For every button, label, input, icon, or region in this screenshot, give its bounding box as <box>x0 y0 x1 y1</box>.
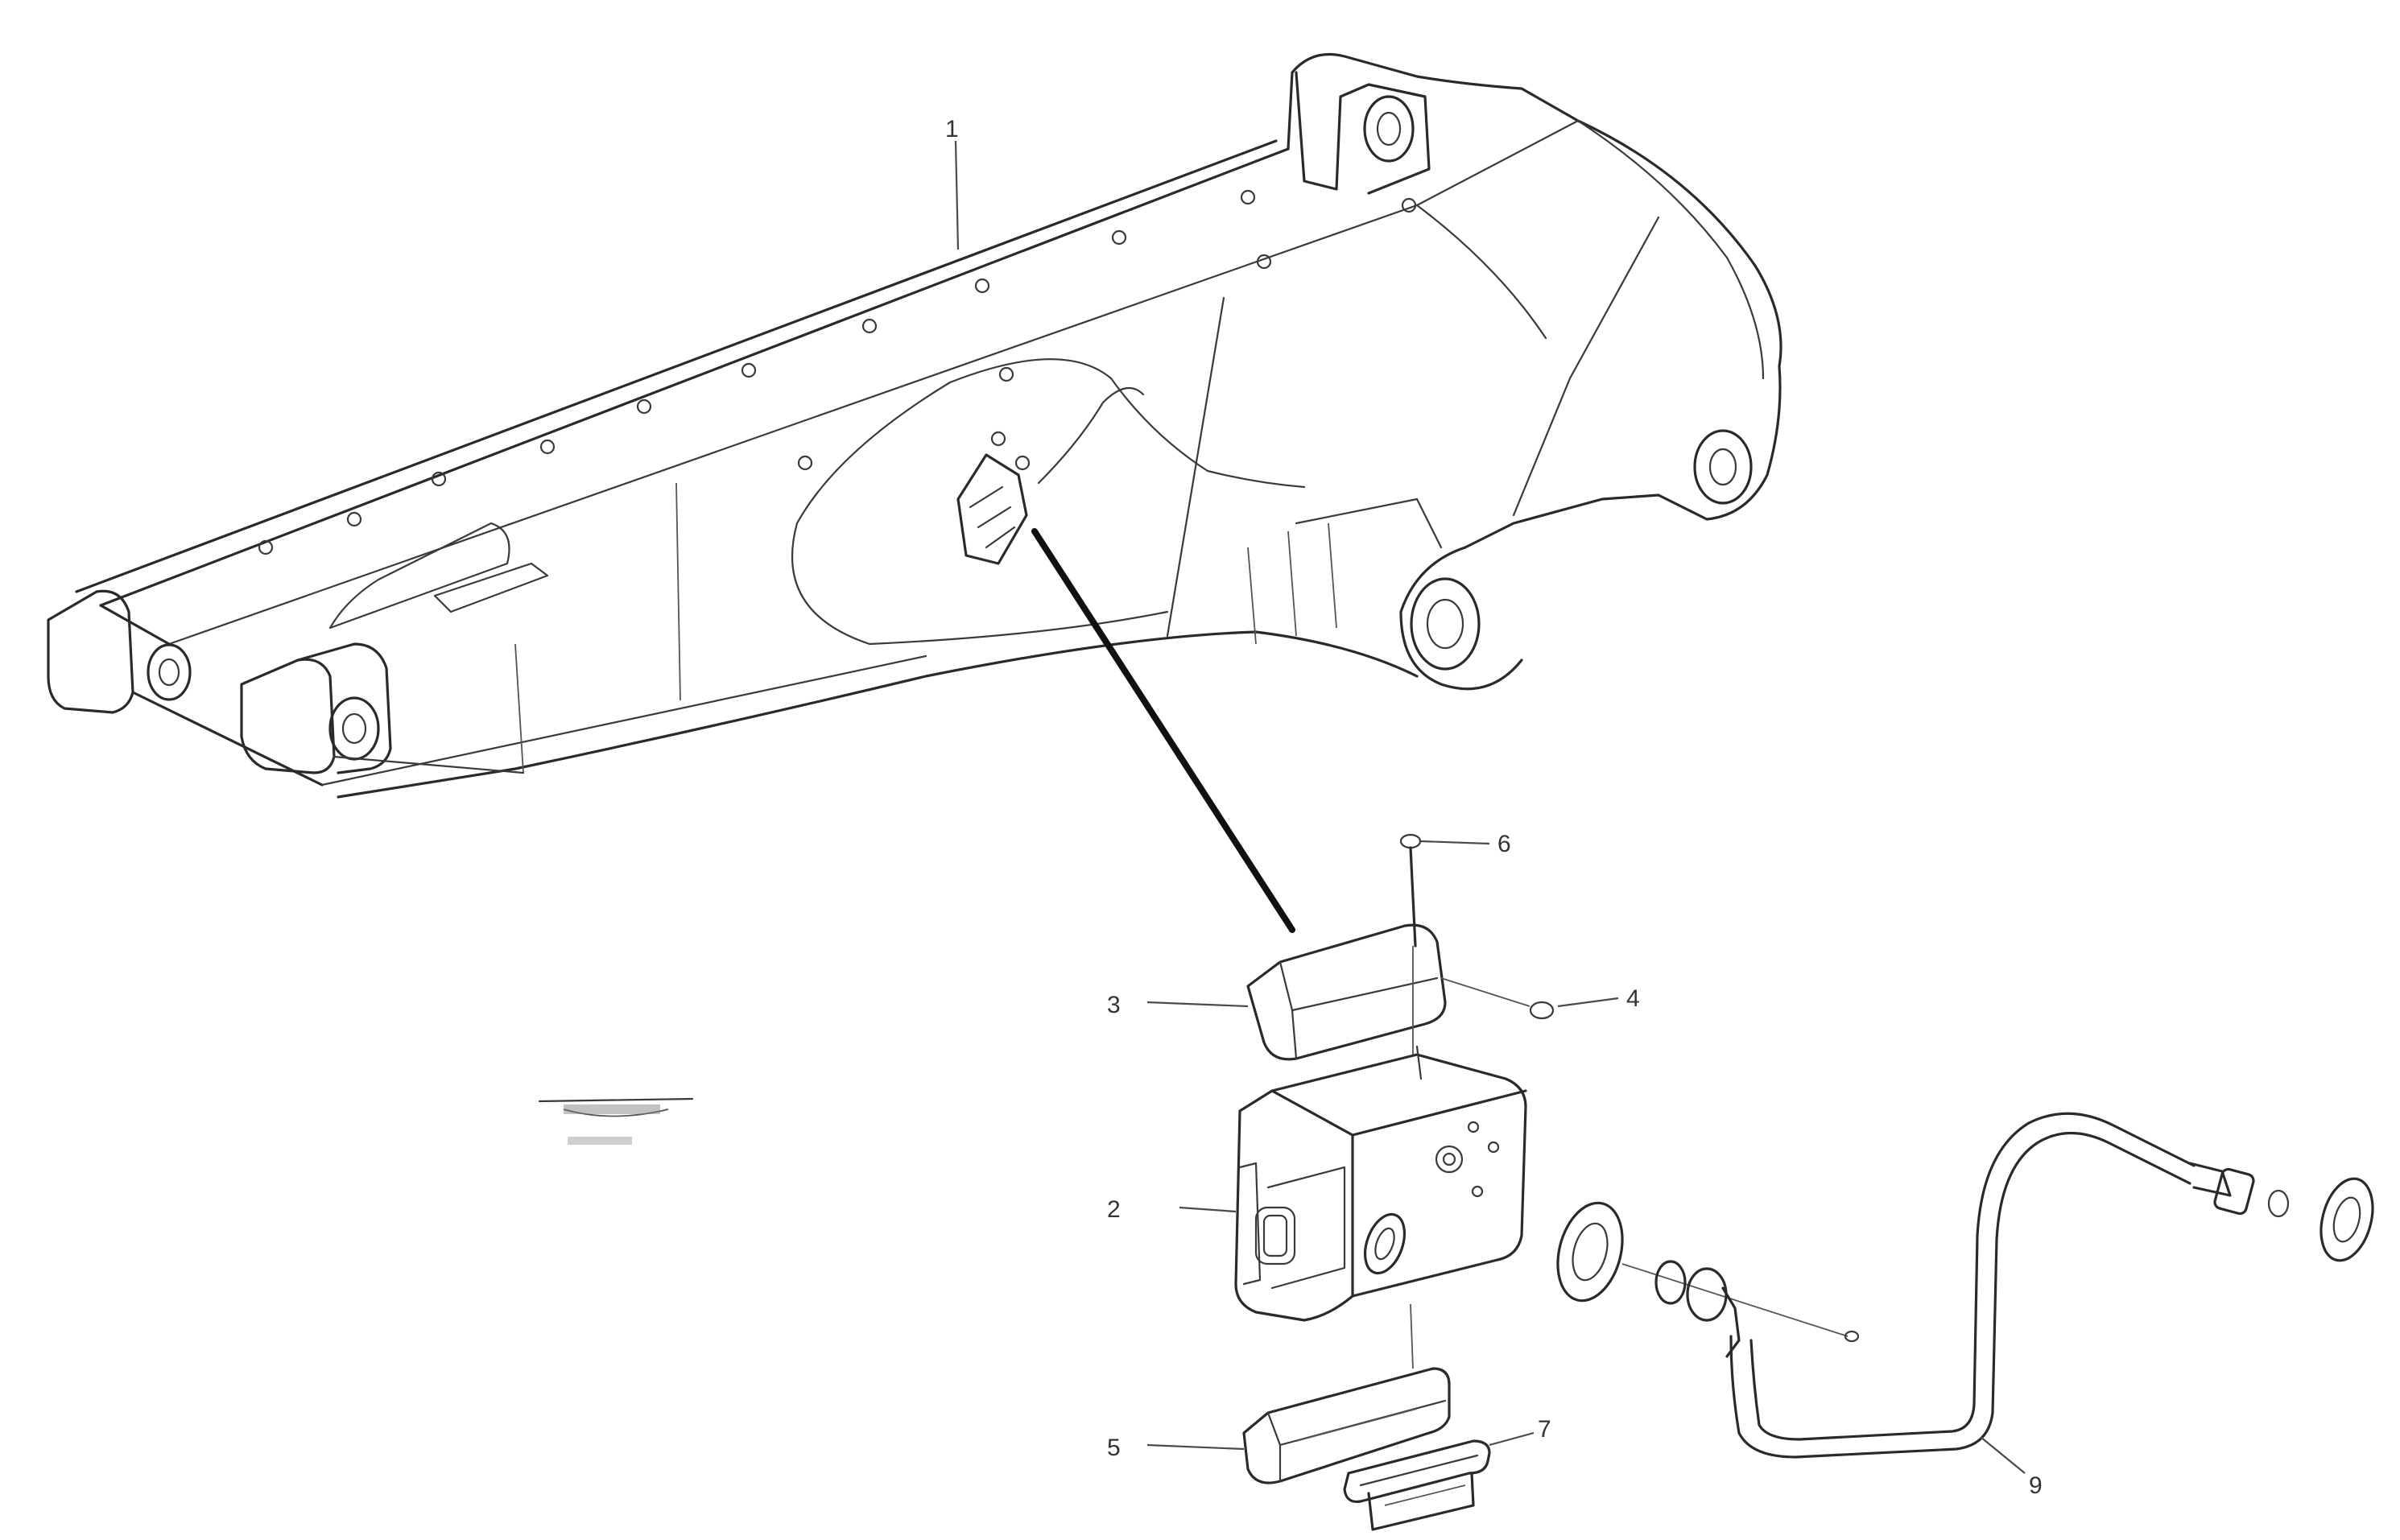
fitting-adapter <box>1654 1260 1741 1358</box>
leader-lines <box>954 140 2026 1474</box>
upper-plate <box>1246 923 1447 1061</box>
callout-5: 5 <box>1107 1435 1121 1461</box>
callout-9: 9 <box>2029 1472 2043 1499</box>
callout-4: 4 <box>1626 985 1640 1012</box>
callout-3: 3 <box>1107 992 1121 1018</box>
hose <box>1729 1112 2374 1459</box>
callout-1: 1 <box>945 116 959 142</box>
boom-arm <box>47 52 1782 799</box>
axis-lower <box>1410 1303 1414 1369</box>
lower-plate <box>1242 1367 1451 1484</box>
screw-top <box>1399 833 1422 948</box>
callout-7: 7 <box>1538 1416 1551 1443</box>
flange-ring <box>1556 1201 1860 1343</box>
figure-stamp <box>538 1097 694 1145</box>
callout-6: 6 <box>1497 831 1511 857</box>
valve-block <box>1234 1045 1527 1322</box>
bolts <box>1343 1439 1491 1531</box>
nut <box>1440 977 1555 1020</box>
callout-2: 2 <box>1107 1196 1121 1223</box>
assembly-direction-arrow <box>1031 528 1295 933</box>
valve-mount-bracket <box>956 386 1145 565</box>
